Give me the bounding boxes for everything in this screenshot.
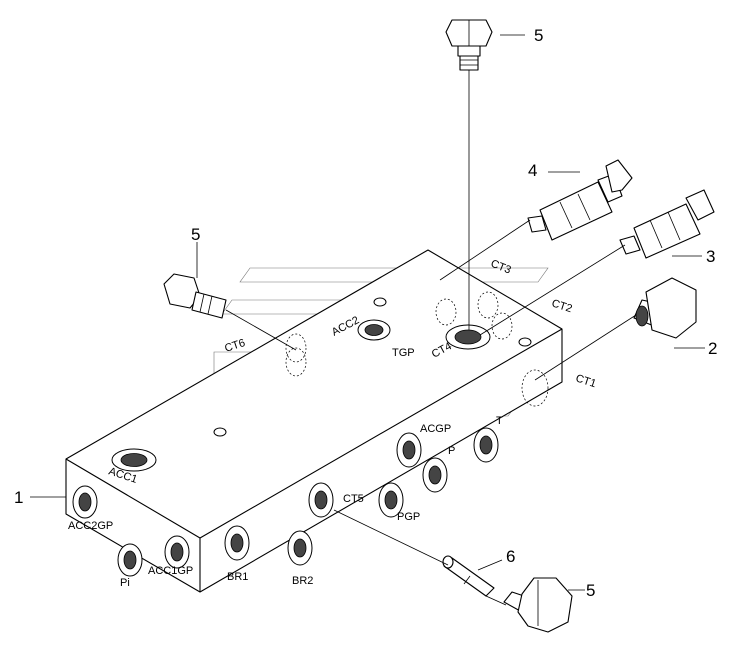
port-label-br1: BR1 — [227, 571, 248, 583]
plug-top — [445, 19, 493, 71]
relief-valve-4 — [527, 159, 633, 241]
port-label-p: P — [448, 445, 455, 457]
callout-5-bottom: 5 — [586, 581, 595, 600]
port-label-acc1gp: ACC1GP — [148, 565, 193, 577]
callout-5-left: 5 — [191, 225, 200, 244]
callout-1: 1 — [14, 488, 23, 507]
port-label-ct5: CT5 — [343, 493, 364, 505]
port-label-tgp: TGP — [392, 347, 415, 359]
callout-2: 2 — [708, 339, 717, 358]
pin-6 — [442, 555, 495, 597]
port-label-pi: Pi — [120, 577, 130, 589]
port-label-ct1: CT1 — [574, 372, 597, 390]
port-label-ct2: CT2 — [550, 297, 573, 315]
plug-2 — [633, 277, 697, 339]
callout-4: 4 — [528, 161, 537, 180]
manifold-block — [65, 249, 563, 593]
port-label-br2: BR2 — [292, 575, 313, 587]
callout-5-top: 5 — [534, 26, 543, 45]
valve-cartridge-3 — [619, 189, 715, 259]
callout-3: 3 — [706, 247, 715, 266]
port-label-acc2gp: ACC2GP — [68, 520, 113, 532]
port-label-t: T — [496, 415, 503, 427]
port-label-pgp: PGP — [397, 511, 420, 523]
plug-left — [163, 273, 227, 319]
callout-6: 6 — [506, 547, 515, 566]
port-label-ct3: CT3 — [489, 258, 513, 277]
port-label-acgp: ACGP — [420, 423, 451, 435]
plug-bottom — [503, 577, 573, 633]
leader-lines — [30, 34, 705, 606]
